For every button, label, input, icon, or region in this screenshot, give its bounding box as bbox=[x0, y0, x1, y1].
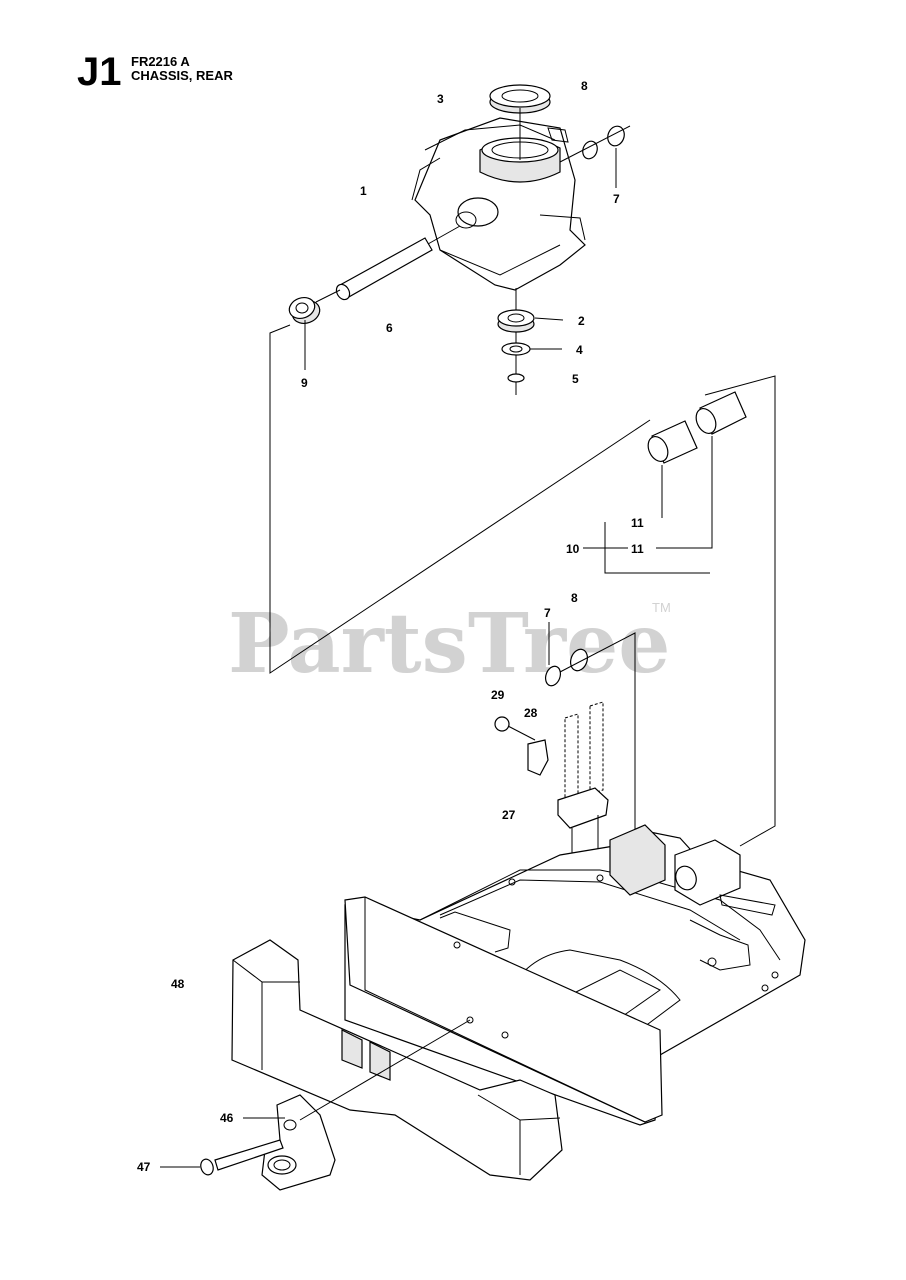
guide-line-right bbox=[704, 375, 776, 847]
bracket-10 bbox=[604, 522, 710, 574]
leader-hitch bbox=[299, 1019, 471, 1121]
bearing-stack bbox=[497, 288, 535, 395]
washer-lower bbox=[544, 622, 636, 905]
hitch-plate bbox=[261, 1094, 336, 1191]
callout-47: 47 bbox=[137, 1160, 151, 1174]
rear-bumper-weight bbox=[231, 939, 563, 1181]
callout-10: 10 bbox=[566, 542, 580, 556]
callout-29: 29 bbox=[491, 688, 505, 702]
watermark-text: PartsTree bbox=[228, 596, 670, 692]
model-number: FR2216 A bbox=[131, 54, 190, 69]
bushing-left bbox=[288, 289, 341, 324]
pivot-housing-part bbox=[411, 117, 586, 291]
callout-27: 27 bbox=[502, 808, 516, 822]
callout-4: 4 bbox=[576, 343, 583, 357]
callout-11-upper: 11 bbox=[631, 516, 644, 530]
callout-7-lower: 7 bbox=[544, 606, 551, 620]
callout-9: 9 bbox=[301, 376, 308, 390]
guide-line-left bbox=[269, 324, 651, 674]
hitch-bolt bbox=[200, 1139, 284, 1176]
callout-7-upper: 7 bbox=[613, 192, 620, 206]
watermark-trademark: TM bbox=[652, 600, 671, 615]
callout-2: 2 bbox=[578, 314, 585, 328]
callout-48: 48 bbox=[171, 977, 185, 991]
callout-8-upper: 8 bbox=[581, 79, 588, 93]
seal-ring-top bbox=[489, 84, 551, 160]
spacer-tubes bbox=[647, 391, 747, 464]
washer-upper-right bbox=[559, 125, 631, 163]
pivot-pin bbox=[335, 225, 461, 301]
callout-6: 6 bbox=[386, 321, 393, 335]
callout-28: 28 bbox=[524, 706, 538, 720]
link-bracket-assembly bbox=[494, 701, 609, 860]
callout-5: 5 bbox=[572, 372, 579, 386]
callout-46: 46 bbox=[220, 1111, 234, 1125]
rear-chassis-frame bbox=[344, 824, 806, 1126]
diagram-title: CHASSIS, REAR bbox=[131, 68, 233, 83]
leader-11b bbox=[656, 436, 713, 549]
callout-1: 1 bbox=[360, 184, 367, 198]
callout-8-lower: 8 bbox=[571, 591, 578, 605]
section-code: J1 bbox=[77, 50, 122, 94]
callout-3: 3 bbox=[437, 92, 444, 106]
leader-2 bbox=[534, 317, 564, 321]
callout-11-lower: 11 bbox=[631, 542, 644, 556]
